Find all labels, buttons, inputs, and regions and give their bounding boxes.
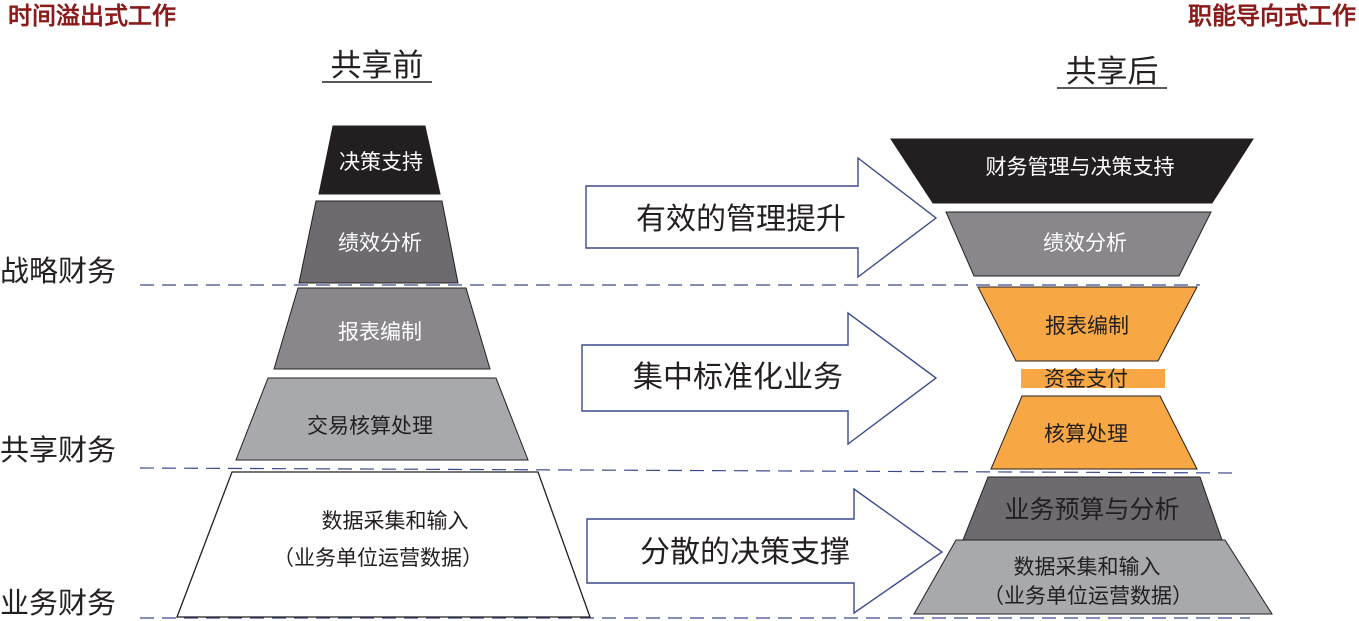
pyramid-label-performance: 绩效分析	[338, 231, 422, 255]
arrow-centralized-standardization: 集中标准化业务	[581, 311, 938, 446]
after-label-performance: 绩效分析	[1043, 231, 1127, 255]
before-pyramid: 决策支持 绩效分析 报表编制 交易核算处理 数据采集和输入 （业务单位运营数据）	[176, 125, 591, 618]
arrow-shape-management	[585, 156, 938, 279]
after-block-finance-decision	[890, 138, 1254, 204]
after-heading: 共享后	[1066, 54, 1159, 90]
right-corner-label: 职能导向式工作	[1188, 2, 1356, 30]
arrow-decentralized-support: 分散的决策支撑	[586, 487, 944, 615]
left-corner-label: 时间溢出式工作	[8, 2, 176, 30]
pyramid-block-decision-support	[318, 125, 441, 195]
arrow-label-decentralized: 分散的决策支撑	[640, 535, 850, 570]
arrow-shape-centralized	[581, 311, 938, 446]
arrow-label-management: 有效的管理提升	[636, 202, 846, 237]
side-label-business: 业务财务	[0, 586, 116, 620]
after-label-reporting: 报表编制	[1045, 314, 1129, 338]
after-block-accounting	[990, 395, 1198, 470]
after-label-accounting: 核算处理	[1044, 422, 1128, 446]
arrow-label-centralized: 集中标准化业务	[633, 360, 843, 395]
side-label-strategic: 战略财务	[0, 254, 116, 288]
pyramid-block-performance	[298, 200, 459, 284]
side-label-shared: 共享财务	[0, 433, 116, 467]
pyramid-label-data-collection-sub: （业务单位运营数据）	[273, 546, 483, 570]
arrow-management-improvement: 有效的管理提升	[585, 156, 938, 279]
pyramid-block-reporting	[273, 287, 491, 370]
after-label-fund-payment: 资金支付	[1044, 367, 1128, 391]
after-block-reporting	[977, 286, 1198, 362]
after-block-data-collection	[913, 539, 1273, 615]
arrow-shape-decentralized	[586, 487, 944, 615]
after-block-fund-payment	[1021, 369, 1165, 388]
after-shape: 财务管理与决策支持 绩效分析 报表编制 资金支付 核算处理 业务预算与分析 数据…	[890, 138, 1273, 615]
after-label-data-collection-sub: （业务单位运营数据）	[983, 584, 1193, 608]
after-label-data-collection: 数据采集和输入	[1014, 555, 1161, 579]
after-block-performance	[945, 211, 1212, 277]
before-heading: 共享前	[331, 48, 424, 84]
after-label-finance-decision: 财务管理与决策支持	[986, 155, 1175, 179]
pyramid-block-transaction	[235, 377, 529, 461]
pyramid-label-reporting: 报表编制	[338, 320, 422, 344]
pyramid-label-data-collection: 数据采集和输入	[322, 509, 469, 533]
pyramid-block-data-collection	[176, 471, 591, 618]
shared-dashed-line	[139, 467, 1236, 474]
after-label-budget: 业务预算与分析	[1004, 495, 1179, 524]
pyramid-label-transaction: 交易核算处理	[307, 414, 433, 438]
pyramid-label-decision-support: 决策支持	[339, 150, 423, 174]
